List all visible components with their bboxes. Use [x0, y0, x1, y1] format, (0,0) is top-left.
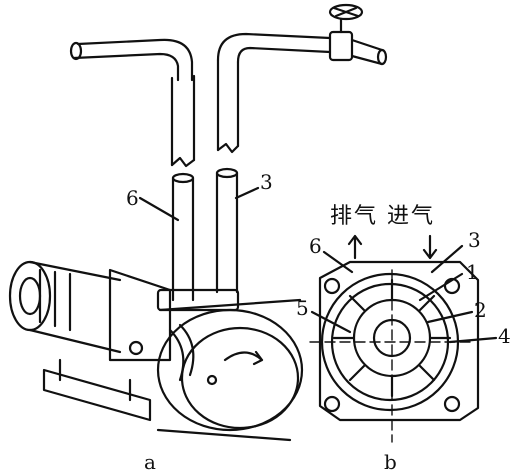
callout-2-b: 2 [474, 298, 487, 322]
callout-6-b: 6 [309, 234, 322, 258]
callout-1-b: 1 [466, 260, 479, 284]
caption-b: b [384, 450, 397, 474]
callout-6-a: 6 [126, 186, 139, 210]
cross-section-leaders [310, 244, 498, 344]
valve [328, 3, 388, 66]
callout-4-b: 4 [498, 324, 511, 348]
leader-3 [234, 186, 260, 200]
leader-6 [138, 196, 180, 222]
pipe-3 [215, 167, 239, 294]
upper-left-pipe [69, 38, 196, 168]
caption-a: a [144, 450, 156, 474]
flow-arrows [347, 234, 438, 260]
upper-right-pipe [216, 32, 332, 154]
callout-5-b: 5 [296, 296, 309, 320]
header-exhaust-intake: 排气 进气 [330, 204, 435, 229]
pump-casing [128, 288, 304, 442]
callout-3-a: 3 [260, 170, 273, 194]
pipe-6 [171, 172, 195, 302]
callout-3-b: 3 [468, 228, 481, 252]
cross-section [309, 260, 480, 443]
motor [8, 260, 172, 422]
